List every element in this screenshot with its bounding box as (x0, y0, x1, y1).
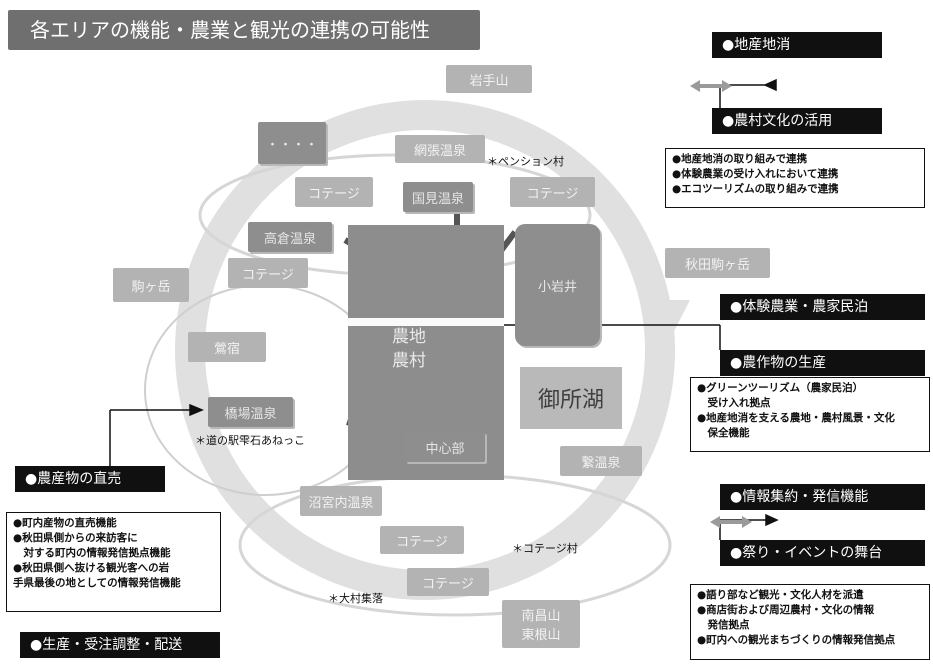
note-michi-no-eki: ＊道の駅雫石あねっこ (195, 434, 305, 447)
area-midori: 中心部 (405, 432, 485, 462)
panel-joho-title: ●情報集約・発信機能 (720, 484, 925, 510)
area-hashiba-onsen: 橋場温泉 (208, 397, 293, 427)
area-cottage-2: コテージ (510, 177, 595, 207)
center-divider (348, 318, 504, 326)
area-akita-koma: 秋田駒ヶ岳 (665, 248, 770, 278)
area-tsunagi-onsen: 繋温泉 (560, 446, 642, 476)
note-cottage-village: ＊コテージ村 (512, 542, 578, 555)
double-arrow-bottom (710, 516, 752, 528)
panel-taiken-title: ●体験農業・農家民泊 (720, 294, 925, 320)
panel-nouson-bunka-list: ●地産地消の取り組みで連携 ●体験農業の受け入れにおいて連携 ●エコツーリズムの… (665, 148, 925, 208)
ring-arrowhead (645, 300, 690, 345)
area-kunimi-onsen: 国見温泉 (403, 182, 473, 212)
area-takakura-onsen: 高倉温泉 (248, 222, 332, 252)
list-item: ●秋田県側からの来訪客に (13, 532, 138, 544)
area-kuraki-onsen: 沼宮内温泉 (300, 486, 382, 516)
center-label-village: 農村 (392, 351, 426, 371)
list-item: ●グリーンツーリズム（農家民泊） (697, 382, 864, 394)
area-koiwai: 小岩井 (515, 224, 600, 346)
area-cottage-3: コテージ (228, 258, 308, 288)
area-top-left: ・・・・ (258, 122, 326, 164)
list-item: ●エコツーリズムの取り組みで連携 (672, 183, 839, 195)
list-item: ●体験農業の受け入れにおいて連携 (672, 168, 839, 180)
area-gosho-lake: 御所湖 (520, 367, 622, 429)
list-item: 保全機能 (697, 427, 750, 439)
panel-chokubai-title: ●農産物の直売 (15, 466, 165, 492)
panel-chokubai-list: ●町内産物の直売機能 ●秋田県側からの来訪客に 対する町内の情報発信拠点機能 ●… (6, 512, 221, 612)
area-iwate-san: 岩手山 (446, 65, 532, 93)
list-item: ●地産地消の取り組みで連携 (672, 153, 808, 165)
list-item: ●秋田県側へ抜ける観光客への岩 (13, 562, 170, 574)
panel-sakumotsu-title: ●農作物の生産 (720, 350, 925, 376)
panel-sakumotsu-list: ●グリーンツーリズム（農家民泊） 受け入れ拠点 ●地産地消を支える農地・農村風景… (690, 377, 930, 452)
area-amihari-onsen: 網張温泉 (395, 135, 485, 163)
area-koma-dake: 駒ヶ岳 (113, 268, 189, 302)
center-label-farmland: 農地 (392, 327, 426, 347)
panel-chisan-title: ●地産地消 (712, 32, 882, 58)
panel-matsuri-list: ●語り部など観光・文化人材を派遣 ●商店街および周辺農村・文化の情報 発信拠点 … (690, 584, 930, 660)
double-arrow-top (690, 80, 732, 92)
list-item: ●地産地消を支える農地・農村風景・文化 (697, 412, 895, 424)
list-item: ●町内への観光まちづくりの情報発信拠点 (697, 634, 896, 646)
list-item: ●商店街および周辺農村・文化の情報 (697, 604, 875, 616)
area-cottage-1: コテージ (295, 177, 373, 207)
list-item: 発信拠点 (697, 619, 750, 631)
panel-matsuri-title: ●祭り・イベントの舞台 (720, 540, 925, 566)
area-nanshosan: 南昌山 東根山 (502, 600, 580, 648)
list-item: 受け入れ拠点 (697, 397, 771, 409)
area-cottage-4: コテージ (380, 526, 464, 554)
list-item: 対する町内の情報発信拠点機能 (13, 547, 171, 559)
list-item: 手県最後の地としての情報発信機能 (13, 577, 181, 589)
list-item: ●語り部など観光・文化人材を派遣 (697, 589, 864, 601)
note-omura: ＊大村集落 (328, 592, 383, 605)
page-title: 各エリアの機能・農業と観光の連携の可能性 (8, 10, 480, 50)
note-pension: ＊ペンション村 (487, 155, 564, 168)
area-cottage-5: コテージ (407, 568, 489, 596)
area-nogiku: 鶯宿 (188, 332, 266, 362)
panel-nouson-bunka-title: ●農村文化の活用 (712, 108, 882, 134)
list-item: ●町内産物の直売機能 (13, 517, 117, 529)
panel-seisan-title: ●生産・受注調整・配送 (20, 632, 220, 658)
